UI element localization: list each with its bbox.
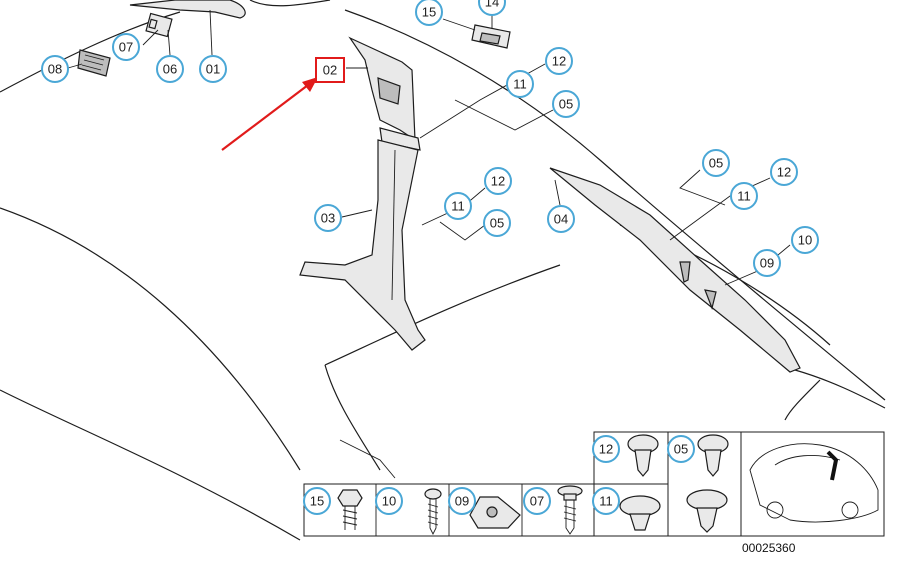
part-14-clip [471,24,511,49]
callout-label: 01 [206,62,220,77]
highlight-arrow [221,77,318,151]
legend-label: 07 [530,494,544,509]
legend-callout-09[interactable]: 09 [448,487,476,515]
callout-label: 06 [163,62,177,77]
callout-03[interactable]: 03 [314,204,342,232]
legend-callout-15[interactable]: 15 [303,487,331,515]
callout-label: 08 [48,62,62,77]
legend-callout-12[interactable]: 12 [592,435,620,463]
legend-callout-05[interactable]: 05 [667,435,695,463]
callout-11-a[interactable]: 11 [506,70,534,98]
part-grab-handle [77,0,246,77]
car-body-outline [0,0,886,541]
expanding-clip-icon [627,434,729,533]
callout-label: 05 [709,156,723,171]
diagram-reference-number: 00025360 [742,541,796,555]
callout-label: 09 [760,256,774,271]
legend-label: 11 [599,494,613,509]
callout-label: 11 [513,77,527,92]
callout-05-a[interactable]: 05 [552,90,580,118]
part-03-lower-pillar [299,139,426,351]
nut-clip-icon [469,496,521,529]
callout-11-b[interactable]: 11 [444,192,472,220]
callout-label: 05 [559,97,573,112]
callout-label: 12 [552,54,566,69]
callout-09-a[interactable]: 09 [753,249,781,277]
callout-label: 14 [485,0,499,10]
callout-11-c[interactable]: 11 [730,182,758,210]
callout-label: 10 [798,233,812,248]
part-04-side-trim [549,167,801,373]
callout-12-a[interactable]: 12 [545,47,573,75]
car-locator-icon [749,443,879,523]
callout-05-b[interactable]: 05 [483,209,511,237]
legend-label: 12 [599,442,613,457]
callout-01[interactable]: 01 [199,55,227,83]
flange-screw-icon [557,485,583,535]
legend-label: 09 [455,494,469,509]
callout-label: 05 [490,216,504,231]
legend-callout-10[interactable]: 10 [375,487,403,515]
legend-callout-11[interactable]: 11 [592,487,620,515]
callout-05-c[interactable]: 05 [702,149,730,177]
callout-label: 04 [554,212,568,227]
callout-label: 12 [491,174,505,189]
legend-label: 10 [382,494,396,509]
legend-callout-07[interactable]: 07 [523,487,551,515]
callouts: 15 14 07 08 06 01 12 11 05 12 11 05 03 0… [41,0,819,277]
push-rivet-icon [619,495,661,531]
fastener-legend [303,431,885,537]
callout-10-a[interactable]: 10 [791,226,819,254]
callout-08[interactable]: 08 [41,55,69,83]
part-02-upper-pillar [348,36,421,151]
callout-12-b[interactable]: 12 [484,167,512,195]
callout-12-c[interactable]: 12 [770,158,798,186]
callout-06[interactable]: 06 [156,55,184,83]
selected-part-label: 02 [323,63,337,78]
callout-label: 15 [422,5,436,20]
callout-14[interactable]: 14 [478,0,506,16]
screw-icon [424,488,442,536]
callout-label: 07 [119,40,133,55]
legend-label: 15 [310,494,324,509]
selected-part-02[interactable]: 02 [315,57,345,83]
callout-label: 11 [451,199,465,214]
callout-07[interactable]: 07 [112,33,140,61]
callout-label: 11 [737,189,751,204]
legend-label: 05 [674,442,688,457]
callout-label: 03 [321,211,335,226]
callout-04[interactable]: 04 [547,205,575,233]
callout-15-top[interactable]: 15 [415,0,443,26]
hex-bolt-icon [337,489,363,530]
legend-callouts: 15 10 09 07 11 12 05 [303,435,695,515]
callout-label: 12 [777,165,791,180]
